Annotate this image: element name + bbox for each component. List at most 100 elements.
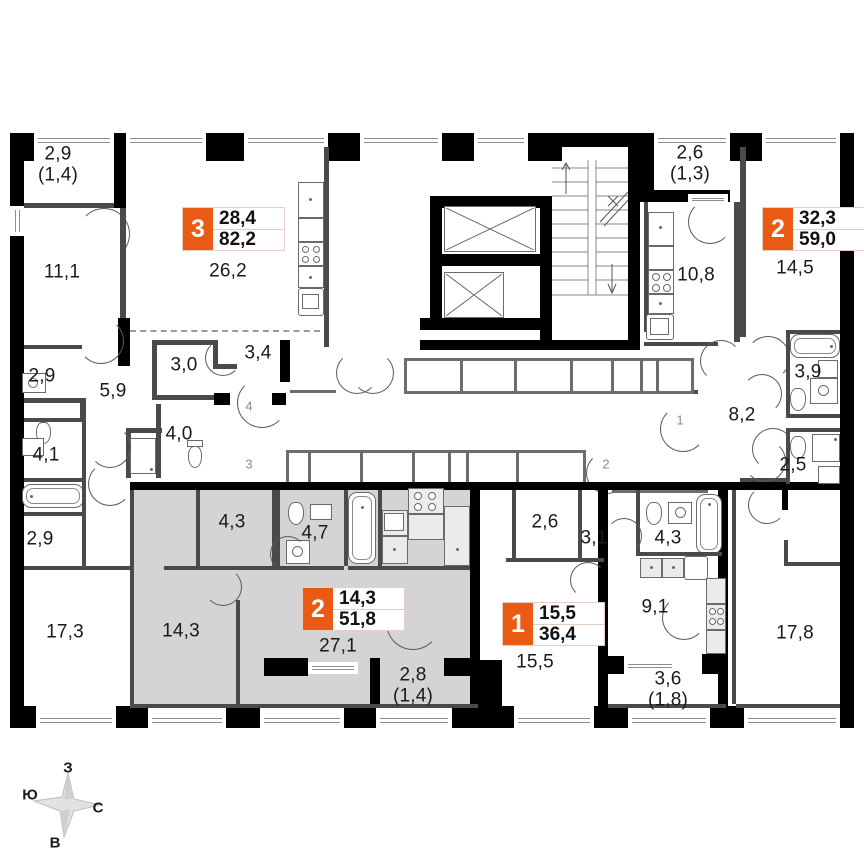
drain	[830, 345, 833, 348]
wall	[348, 566, 470, 570]
mark	[393, 548, 396, 551]
toilet	[288, 502, 304, 525]
room-area-label: 4,3	[218, 511, 246, 533]
room-area-label: 2,8(1,4)	[393, 665, 433, 708]
wall	[786, 428, 840, 432]
wall-sel-right	[470, 482, 480, 708]
wall	[702, 654, 728, 674]
exterior-wall-left	[10, 133, 24, 728]
room-area-label: 10,8	[677, 264, 715, 286]
door-swing	[748, 486, 786, 524]
door-swing	[270, 536, 306, 572]
burner	[717, 618, 724, 625]
wall	[126, 428, 162, 433]
badge-room-count: 2	[303, 588, 333, 630]
burner	[428, 503, 436, 511]
burner	[663, 273, 671, 281]
elevator-cross-2	[446, 274, 502, 316]
room-area-label: 2,5	[779, 454, 807, 476]
washer-dial	[818, 385, 829, 396]
badge-room-count: 3	[183, 208, 213, 250]
bottom-wall-seg	[10, 706, 36, 728]
room-area-label: 2,6(1,3)	[670, 143, 710, 186]
meter-dial	[28, 378, 38, 388]
wall	[280, 340, 290, 382]
mark	[456, 548, 459, 551]
wall	[130, 482, 134, 708]
top-wall-seg	[562, 133, 654, 147]
room-area-label: 3,9	[794, 361, 822, 383]
burner	[652, 273, 660, 281]
burner	[302, 256, 309, 263]
sink	[310, 504, 332, 520]
sink	[818, 466, 840, 484]
wall	[24, 398, 84, 403]
wall	[344, 490, 348, 566]
core-wall-left	[430, 196, 442, 254]
kitchen-mark	[309, 198, 312, 201]
door-swing	[336, 352, 378, 394]
bathtub	[348, 492, 376, 564]
wall	[82, 398, 86, 568]
badge-area-total: 36,4	[539, 623, 576, 645]
drain	[708, 503, 711, 506]
wall	[644, 202, 648, 332]
wall	[152, 395, 218, 400]
room-area-value: 2,6	[676, 142, 704, 164]
elevator-cab-1	[444, 206, 536, 252]
wall	[120, 208, 126, 318]
corridor-band	[460, 358, 463, 394]
wall	[636, 147, 654, 202]
wall	[152, 340, 157, 398]
wall	[196, 490, 200, 570]
core-wall-bottom-band	[420, 340, 640, 350]
badge-area-living: 15,5	[539, 602, 576, 624]
entry-number-label: 3	[245, 456, 253, 472]
bottom-wall-seg	[452, 706, 478, 728]
wall	[694, 390, 698, 394]
burner	[313, 246, 320, 253]
bottom-wall-seg	[710, 706, 744, 728]
compass-label-west: З	[63, 759, 73, 777]
burner	[414, 503, 422, 511]
burner	[302, 246, 309, 253]
room-area-label: 8,2	[728, 404, 756, 426]
bottom-wall-seg	[594, 706, 628, 728]
door-swing	[78, 208, 130, 260]
kitchen-cabinet	[648, 212, 674, 246]
badge-divider	[333, 608, 404, 610]
wall	[276, 490, 280, 566]
window-bottom-2	[148, 712, 226, 728]
wall	[134, 704, 478, 708]
door-swing	[237, 378, 287, 428]
corridor-band	[691, 358, 694, 394]
room-area-label: 26,2	[209, 260, 247, 282]
corridor-band-2	[583, 450, 586, 486]
corridor-band	[404, 391, 694, 394]
wall	[152, 340, 218, 345]
compass-rose: С Ю В З	[20, 755, 130, 852]
balcony-wall-tl	[24, 203, 116, 208]
room-area-label: 9,1	[641, 596, 669, 618]
room-area-label: 4,0	[165, 423, 193, 445]
door-swing	[660, 406, 706, 452]
room-area-value: 2,9	[44, 143, 72, 165]
top-wall-seg	[206, 133, 244, 161]
wall	[478, 660, 502, 708]
room-area-label: 2,9(1,4)	[38, 144, 78, 187]
wall	[240, 566, 276, 570]
compass-star-icon	[32, 772, 101, 839]
room-area-label: 3,1	[580, 527, 608, 549]
corridor-band-2	[360, 450, 363, 486]
room-area-secondary: (1,8)	[647, 690, 689, 711]
corridor-band-2	[466, 450, 469, 486]
sink-basin	[650, 318, 669, 335]
wall	[608, 704, 726, 708]
